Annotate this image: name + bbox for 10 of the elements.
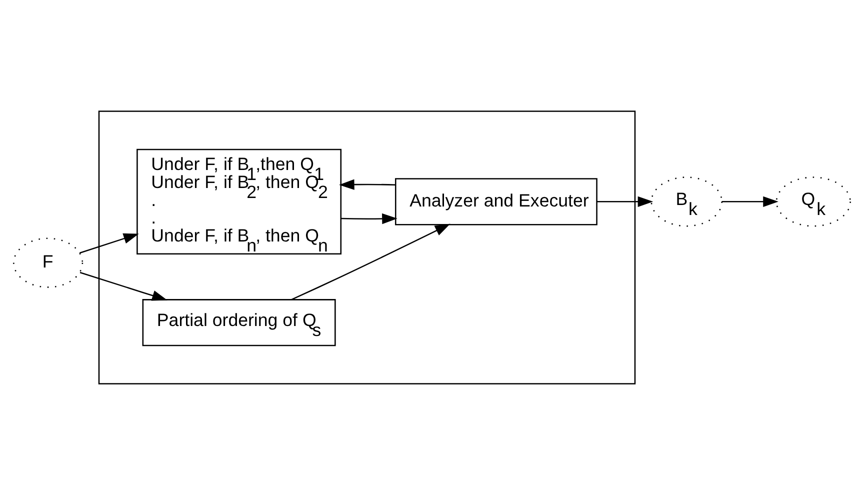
arrow bbox=[79, 232, 139, 254]
node-box: Analyzer and Executer bbox=[394, 178, 598, 225]
arrow bbox=[291, 223, 450, 300]
node-ellipse: F bbox=[13, 237, 84, 288]
arrow bbox=[340, 212, 398, 224]
arrow bbox=[722, 196, 778, 207]
arrow bbox=[339, 178, 396, 190]
arrow bbox=[80, 271, 168, 300]
cluster bbox=[98, 110, 636, 384]
arrow bbox=[596, 196, 654, 207]
